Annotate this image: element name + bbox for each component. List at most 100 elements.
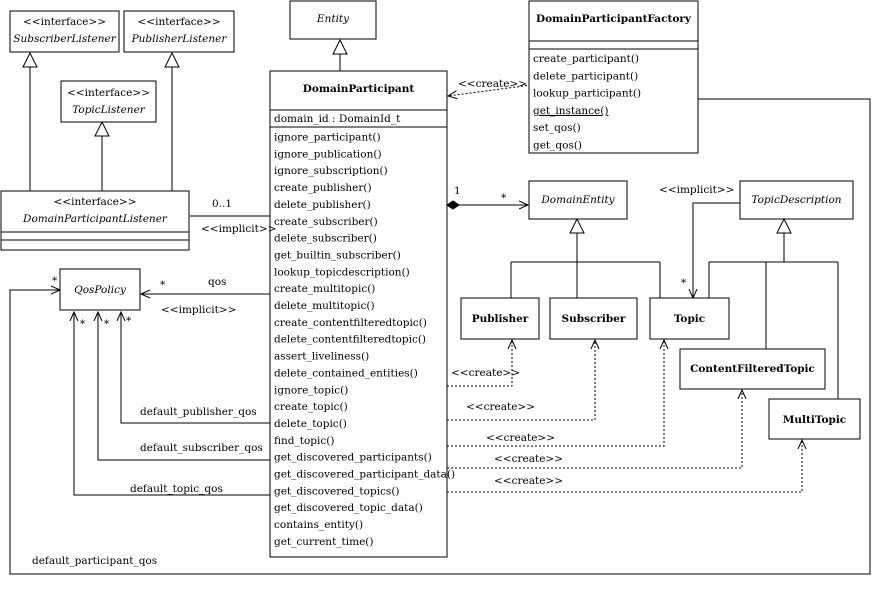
class-multi-topic: MultiTopic	[768, 398, 861, 440]
default-topic-qos-link	[74, 312, 271, 496]
operation-item: create_publisher()	[274, 182, 372, 194]
label-star-publisher-qos: *	[126, 315, 132, 327]
label-star-topic-qos: *	[80, 318, 86, 330]
label-qos: qos	[208, 276, 226, 288]
topic-description-tree	[708, 219, 839, 400]
class-topic: Topic	[649, 297, 730, 340]
domain-entity-tree	[510, 219, 661, 298]
generalization-triangle	[94, 120, 110, 137]
class-subscriber-listener: <<interface>> SubscriberListener	[9, 10, 120, 53]
operation-item: find_topic()	[274, 435, 334, 447]
class-name: Subscriber	[562, 313, 626, 325]
label-default-subscriber-qos: default_subscriber_qos	[140, 442, 263, 454]
operation-item: create_topic()	[274, 401, 348, 413]
class-content-filtered-topic: ContentFilteredTopic	[679, 348, 826, 390]
class-name: DomainEntity	[540, 194, 615, 206]
generalization-triangle	[776, 217, 792, 234]
operation-item: get_discovered_topics()	[274, 485, 400, 497]
class-publisher-listener: <<interface>> PublisherListener	[123, 10, 235, 53]
create-publisher-dependency	[447, 340, 512, 387]
class-publisher: Publisher	[460, 297, 540, 340]
label-multiplicity-0-1: 0..1	[212, 198, 232, 210]
operation-item: delete_participant()	[533, 70, 638, 82]
label-create-publisher: <<create>>	[451, 367, 520, 379]
operation-item: delete_topic()	[274, 418, 347, 430]
stereotype-interface: <<interface>>	[137, 16, 220, 28]
operation-item: delete_publisher()	[274, 199, 371, 211]
stereotype-interface: <<interface>>	[53, 196, 136, 208]
connectors	[9, 38, 871, 575]
label-create-topic: <<create>>	[486, 432, 555, 444]
operation-item: create_subscriber()	[274, 216, 378, 228]
class-domain-participant: DomainParticipant domain_id : DomainId_t…	[269, 70, 455, 558]
class-name: DomainParticipantFactory	[536, 13, 692, 25]
class-domain-entity: DomainEntity	[528, 180, 628, 220]
class-name: Entity	[316, 13, 350, 25]
operation-item: get_qos()	[533, 140, 582, 152]
composition-diamond	[446, 200, 460, 210]
operation-item: create_contentfilteredtopic()	[274, 317, 427, 329]
label-implicit-listener: <<implicit>>	[201, 223, 276, 235]
class-qos-policy: QosPolicy	[59, 268, 141, 311]
operation-item: create_participant()	[533, 53, 639, 65]
label-star-qos: *	[160, 279, 166, 291]
default-publisher-qos-link	[121, 312, 271, 424]
operation-item: ignore_topic()	[274, 384, 348, 396]
operation-item: ignore_participant()	[274, 132, 381, 144]
label-multiplicity-1: 1	[454, 185, 461, 197]
connector-labels: <<create>> 0..1 <<implicit>> 1 * <<impli…	[32, 78, 734, 567]
label-create-multitopic: <<create>>	[494, 475, 563, 487]
generalization-triangle	[22, 51, 38, 68]
factory-create-dependency	[448, 84, 532, 96]
class-name: PublisherListener	[131, 33, 228, 45]
label-create-factory: <<create>>	[458, 78, 527, 90]
operation-item: ignore_publication()	[274, 148, 382, 160]
label-star-topic: *	[681, 277, 687, 289]
class-name: QosPolicy	[74, 284, 127, 296]
operation-item: create_multitopic()	[274, 283, 375, 295]
class-name: ContentFilteredTopic	[690, 363, 815, 375]
class-name: DomainParticipantListener	[22, 213, 168, 225]
operation-item: get_discovered_participant_data()	[274, 469, 455, 481]
generalization-triangle	[569, 217, 585, 234]
attribute-domain-id: domain_id : DomainId_t	[274, 113, 401, 125]
operation-item: delete_contentfilteredtopic()	[274, 334, 426, 346]
implicit-topic-topicdescription	[693, 202, 743, 298]
label-implicit-qos: <<implicit>>	[161, 304, 236, 316]
default-participant-qos-link	[9, 98, 871, 575]
operation-item: assert_liveliness()	[274, 351, 369, 363]
class-name: Publisher	[472, 313, 529, 325]
class-name: DomainParticipant	[303, 83, 415, 95]
label-create-contentfilteredtopic: <<create>>	[494, 453, 563, 465]
operation-item: lookup_participant()	[533, 88, 641, 100]
class-domain-participant-listener: <<interface>> DomainParticipantListener	[0, 190, 190, 251]
operation-item: get_discovered_participants()	[274, 452, 432, 464]
class-name: MultiTopic	[783, 414, 846, 426]
operation-list: create_participant() delete_participant()…	[533, 53, 641, 152]
label-multiplicity-star: *	[501, 192, 507, 204]
operation-item: delete_contained_entities()	[274, 367, 418, 379]
operation-item: get_discovered_topic_data()	[274, 502, 423, 514]
operation-item: contains_entity()	[274, 519, 363, 531]
class-subscriber: Subscriber	[549, 297, 638, 340]
class-name: TopicListener	[72, 104, 146, 116]
operation-item: lookup_topicdescription()	[274, 266, 410, 278]
label-create-subscriber: <<create>>	[466, 401, 535, 413]
create-multitopic-dependency	[447, 440, 802, 493]
operation-item: ignore_subscription()	[274, 165, 388, 177]
operation-item: delete_subscriber()	[274, 233, 377, 245]
label-default-topic-qos: default_topic_qos	[130, 483, 223, 495]
default-subscriber-qos-link	[98, 312, 271, 461]
operation-list: ignore_participant() ignore_publication()…	[274, 132, 455, 548]
class-name: TopicDescription	[751, 194, 841, 206]
class-name: Topic	[674, 313, 705, 325]
create-topic-dependency	[447, 340, 664, 447]
class-domain-participant-factory: DomainParticipantFactory create_particip…	[528, 0, 699, 154]
label-default-participant-qos: default_participant_qos	[32, 555, 157, 567]
generalization-triangle	[164, 51, 180, 68]
generalization-triangle	[332, 38, 348, 55]
operation-item: get_current_time()	[274, 536, 373, 548]
label-star-subscriber-qos: *	[104, 318, 110, 330]
operation-item: set_qos()	[533, 122, 581, 134]
operation-item: get_builtin_subscriber()	[274, 249, 401, 261]
